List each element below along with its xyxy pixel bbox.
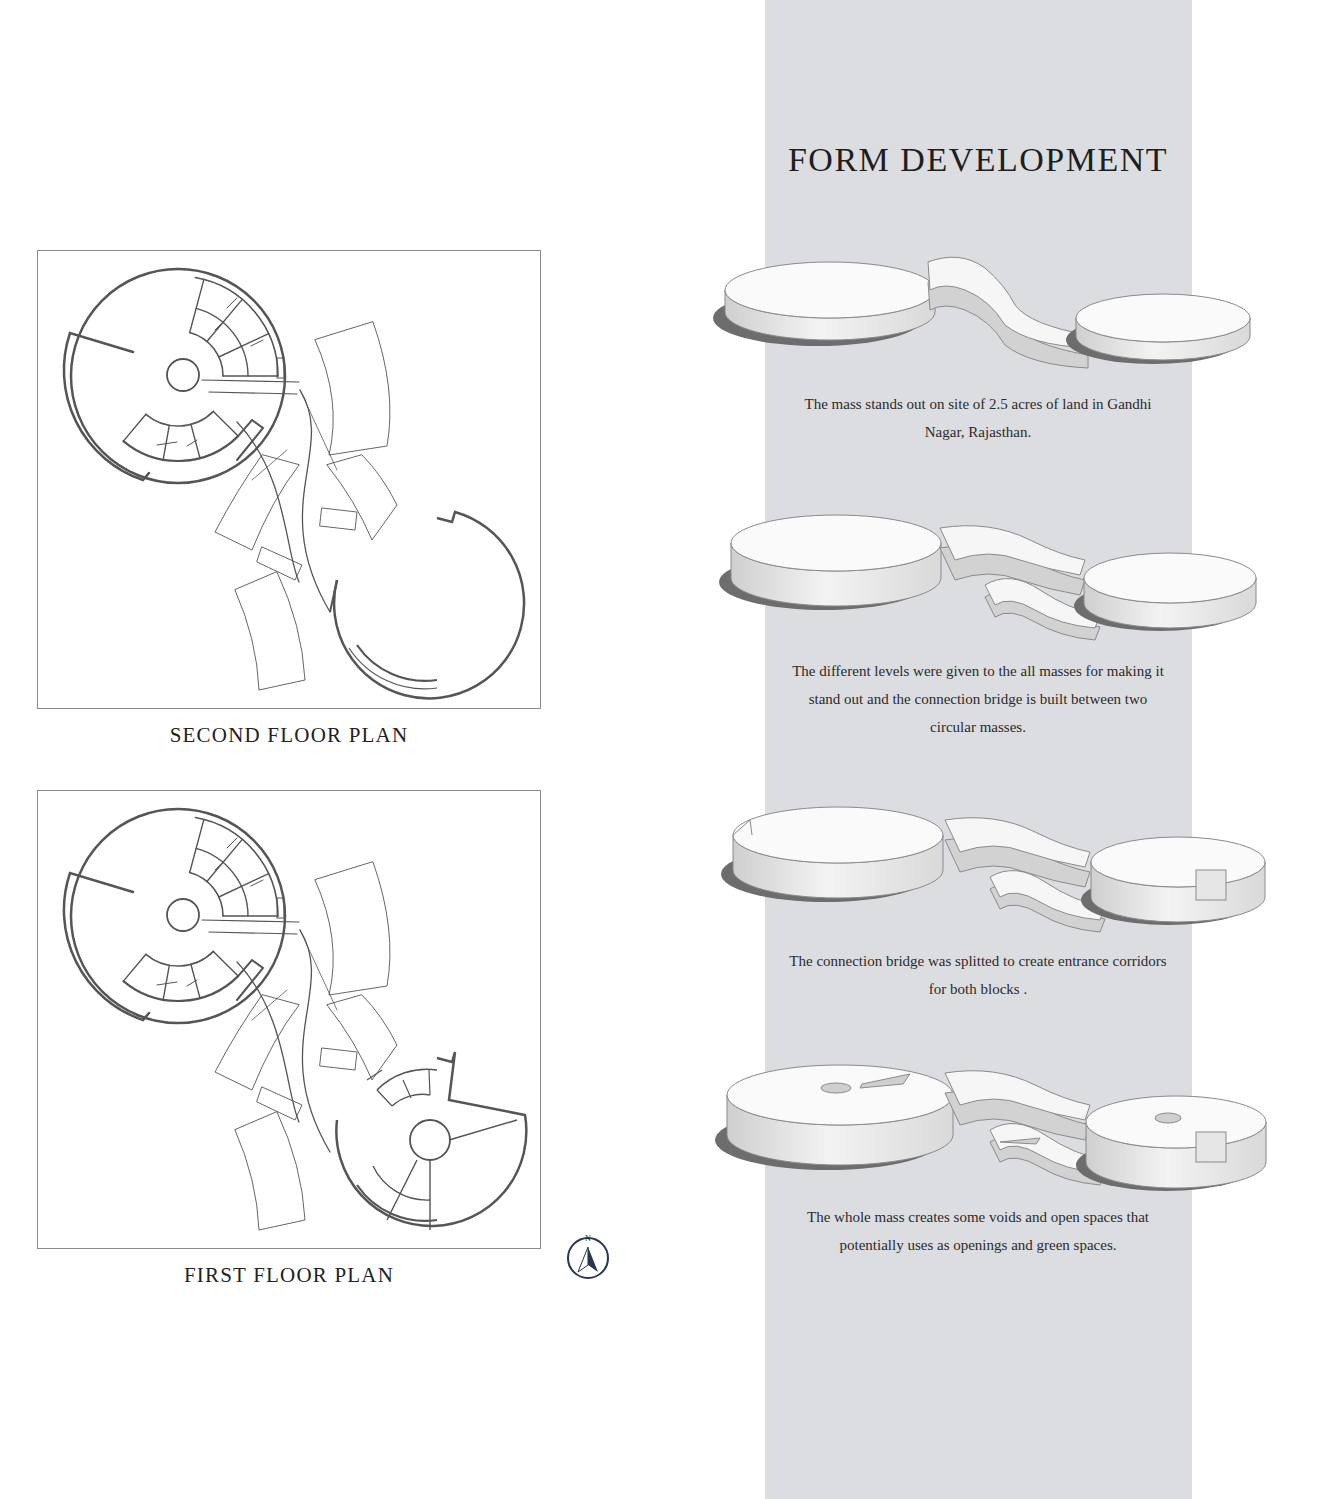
plan-frame	[37, 250, 541, 709]
plan-panel: SECOND FLOOR PLAN	[37, 250, 541, 748]
north-arrow	[568, 1238, 608, 1278]
sheet-title: FORM DEVELOPMENT	[788, 141, 1168, 179]
grey-band	[765, 0, 1192, 1499]
stage-description: The whole mass creates some voids and op…	[788, 1203, 1168, 1259]
form-stage-3	[721, 807, 1265, 932]
stage-description: The mass stands out on site of 2.5 acres…	[788, 390, 1168, 446]
stage-description: The different levels were given to the a…	[788, 657, 1168, 741]
form-stage-1	[713, 257, 1250, 368]
first-floor-plan	[64, 809, 397, 1230]
north-label: N	[581, 1234, 595, 1244]
plan-caption: SECOND FLOOR PLAN	[37, 723, 541, 748]
form-stage-2	[719, 515, 1256, 640]
plan-frame	[37, 790, 541, 1249]
form-stage-4	[715, 1065, 1266, 1191]
plan-panel: FIRST FLOOR PLAN	[37, 790, 541, 1288]
second-floor-lower-block	[330, 512, 524, 698]
plan-caption: FIRST FLOOR PLAN	[37, 1263, 541, 1288]
stage-description: The connection bridge was splitted to cr…	[788, 947, 1168, 1003]
first-floor-lower-block	[336, 1052, 526, 1230]
second-floor-plan	[64, 269, 397, 690]
